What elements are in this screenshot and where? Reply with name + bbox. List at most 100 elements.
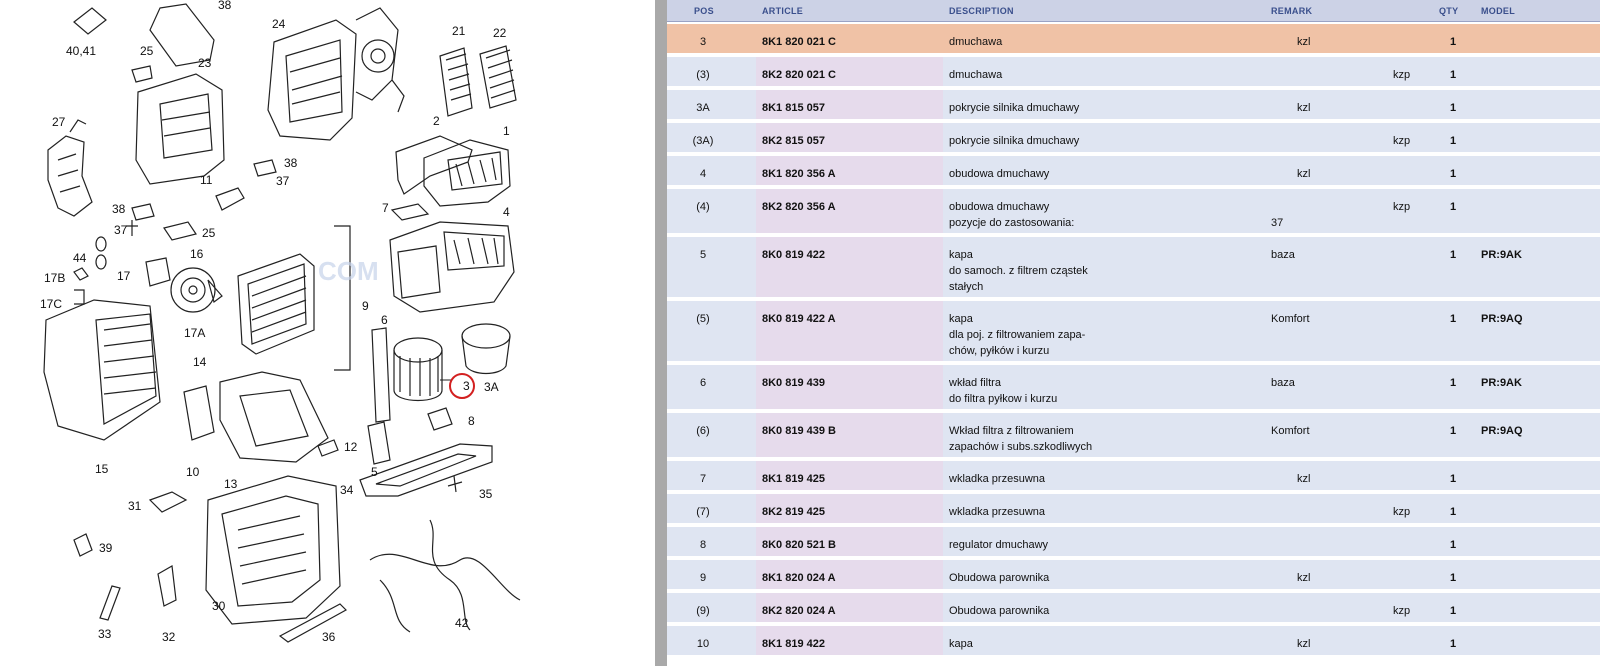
article-number[interactable]: 8K1 820 021 C (762, 36, 836, 48)
description-line: wkladka przesuwna (949, 473, 1045, 485)
header-pos: POS (694, 6, 714, 16)
qty-cell: 1 (1449, 201, 1457, 213)
callout-37: 37 (114, 223, 128, 237)
article-cell (756, 156, 943, 185)
table-row[interactable]: (6) 8K0 819 439 B Wkład filtra z filtrowan… (667, 413, 1600, 459)
article-number[interactable]: 8K1 815 057 (762, 102, 825, 114)
remark-kzl: kzl (1297, 473, 1311, 485)
callout-12: 12 (344, 440, 358, 454)
remark-kzp: kzp (1393, 69, 1411, 81)
article-cell (756, 123, 943, 152)
article-number[interactable]: 8K0 820 521 B (762, 539, 836, 551)
article-cell (756, 301, 943, 361)
callout-25: 25 (202, 226, 216, 240)
callout-8: 8 (468, 414, 475, 428)
qty-cell: 1 (1449, 69, 1457, 81)
callout-3: 3 (463, 379, 470, 393)
article-number[interactable]: 8K2 820 356 A (762, 201, 836, 213)
callout-34: 34 (340, 483, 354, 497)
description-line: obudowa dmuchawy (949, 201, 1050, 213)
callout-38: 38 (218, 0, 232, 12)
callout-4: 4 (503, 205, 510, 219)
callout-30: 30 (212, 599, 226, 613)
description-cell: Obudowa parownika (949, 570, 1259, 586)
watermark-text: COM (318, 256, 379, 286)
qty-cell: 1 (1449, 473, 1457, 485)
article-number[interactable]: 8K0 819 422 A (762, 313, 836, 325)
article-number[interactable]: 8K2 815 057 (762, 135, 825, 147)
article-cell (756, 527, 943, 556)
pos-cell: 3 (699, 36, 707, 48)
pos-cell: (9) (696, 605, 710, 617)
article-number[interactable]: 8K2 820 021 C (762, 69, 836, 81)
article-number[interactable]: 8K1 820 356 A (762, 168, 836, 180)
article-cell (756, 560, 943, 589)
article-number[interactable]: 8K0 819 439 (762, 377, 825, 389)
model-cell: PR:9AQ (1481, 425, 1523, 437)
pos-cell: 8 (699, 539, 707, 551)
callout-33: 33 (98, 627, 112, 641)
callout-3a: 3A (484, 380, 499, 394)
article-number[interactable]: 8K2 819 425 (762, 506, 825, 518)
callout-17c: 17C (40, 297, 62, 311)
pos-cell: (6) (696, 425, 710, 437)
description-line: wkladka przesuwna (949, 506, 1045, 518)
qty-cell: 1 (1449, 36, 1457, 48)
article-cell (756, 626, 943, 655)
description-cell: pokrycie silnika dmuchawy (949, 100, 1259, 116)
callout-15: 15 (95, 462, 109, 476)
description-cell: wkladka przesuwna (949, 504, 1259, 520)
remark-kzl: kzl (1297, 638, 1311, 650)
article-number[interactable]: 8K1 819 425 (762, 473, 825, 485)
article-number[interactable]: 8K0 819 422 (762, 249, 825, 261)
callout-17: 17 (117, 269, 131, 283)
article-cell (756, 57, 943, 86)
qty-cell: 1 (1449, 102, 1457, 114)
pane-scrollbar[interactable] (655, 0, 667, 666)
pos-cell: 5 (699, 249, 707, 261)
callout-38: 38 (112, 202, 126, 216)
article-number[interactable]: 8K0 819 439 B (762, 425, 836, 437)
callout-7: 7 (382, 201, 389, 215)
article-cell (756, 413, 943, 457)
callout-23: 23 (198, 56, 212, 70)
table-header: POS ARTICLE DESCRIPTION REMARK QTY MODEL (667, 0, 1600, 22)
header-qty: QTY (1439, 6, 1459, 16)
callout-36: 36 (322, 630, 336, 644)
article-number[interactable]: 8K1 819 422 (762, 638, 825, 650)
article-number[interactable]: 8K1 820 024 A (762, 572, 836, 584)
callout-9: 9 (362, 299, 369, 313)
article-number[interactable]: 8K2 820 024 A (762, 605, 836, 617)
description-line: pokrycie silnika dmuchawy (949, 135, 1080, 147)
description-line: Obudowa parownika (949, 572, 1050, 584)
callout-42: 42 (455, 616, 469, 630)
remark-kzl: kzl (1297, 572, 1311, 584)
callout-6: 6 (381, 313, 388, 327)
callout-44: 44 (73, 251, 87, 265)
callout-17a: 17A (184, 326, 205, 340)
qty-cell: 1 (1449, 168, 1457, 180)
description-cell: kapa (949, 636, 1259, 652)
callout-5: 5 (371, 465, 378, 479)
pos-cell: 3A (696, 102, 710, 114)
